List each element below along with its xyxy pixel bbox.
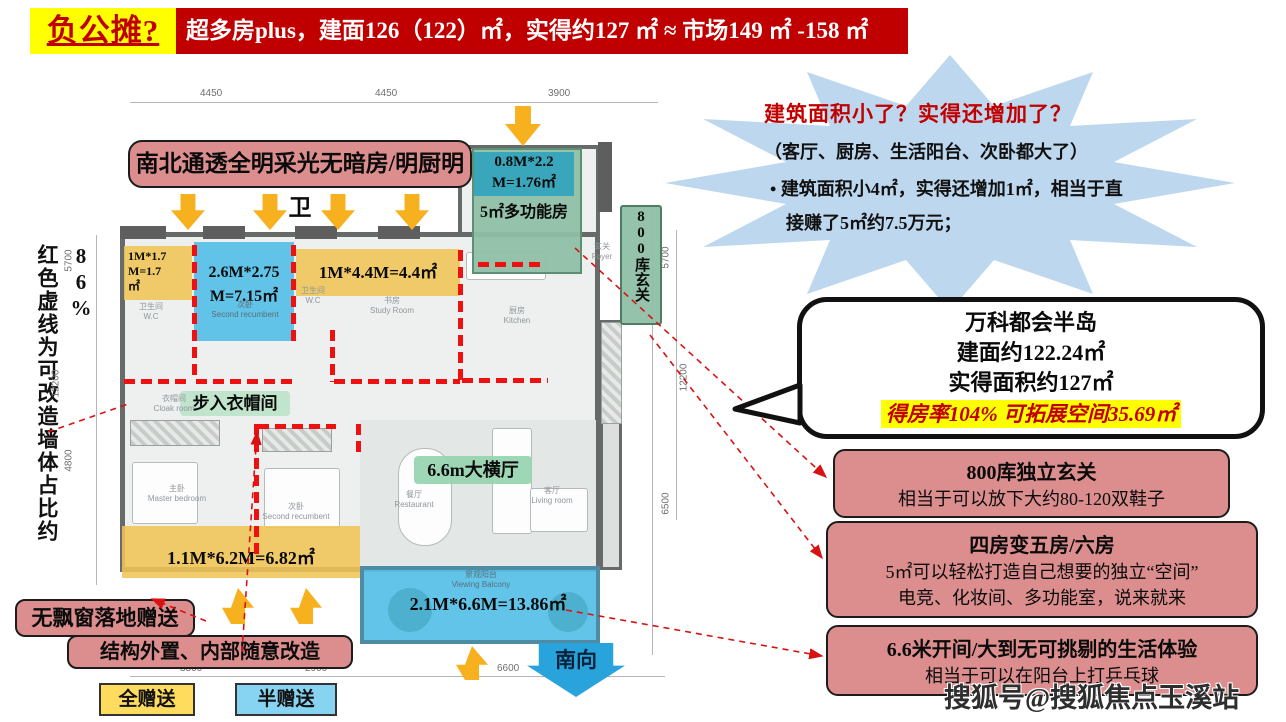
bed2top-line1: 2.6M*2.75 (208, 264, 280, 281)
band-bottom-label: 1.1M*6.2M=6.82㎡ (167, 548, 315, 568)
sofa (530, 488, 588, 532)
wall-stub (598, 142, 612, 212)
removable-wall (196, 379, 294, 384)
info-box2-line1: 5㎡可以轻松打造自己想要的独立“空间” (885, 562, 1199, 582)
info-box1-title: 800库独立玄关 (966, 462, 1097, 484)
burst-title: 建筑面积小了？实得还增加了？ (764, 102, 1072, 126)
removable-wall (124, 379, 190, 384)
removable-wall (334, 379, 460, 384)
bed (132, 462, 198, 524)
info-box-bay: 6.6米开间/大到无可挑剔的生活体验 相当于可以在阳台上打乒乓球 (826, 625, 1258, 696)
multistrip-line1: 0.8M*2.2 (494, 154, 554, 170)
wall-stub (295, 226, 337, 239)
info-box1-line1: 相当于可以放下大约80-120双鞋子 (898, 489, 1165, 509)
south-label: 南向 (555, 648, 597, 672)
bedroom2-convert-zone: 2.6M*2.75 M=7.15㎡ (194, 242, 294, 341)
multistrip-line2: M=1.76㎡ (492, 175, 556, 191)
wall-stub (378, 226, 420, 239)
wall-stub (120, 226, 166, 239)
bay1-line3: ㎡ (128, 279, 141, 293)
removable-wall (330, 330, 335, 382)
banner-badge: 负公摊? (30, 8, 176, 54)
removable-wall (458, 250, 463, 382)
dim-line-bottom (130, 676, 665, 677)
multi-room-label: 5㎡多功能房 (479, 204, 568, 221)
dim-bottom-3: 6600 (497, 663, 520, 674)
top-callout-text: 南北通透全明采光无暗房/明厨明卫 (135, 151, 465, 220)
bay1-line1: 1M*1.7 (128, 249, 167, 263)
speech-bubble: 万科都会半岛 建面约122.24㎡ 实得面积约127㎡ 得房率104% 可拓展空… (797, 297, 1265, 439)
multi-strip: 0.8M*2.2 M=1.76㎡ (474, 152, 574, 196)
callout-no-baywindow: 无飘窗落地赠送 (15, 599, 195, 637)
bay-window-2: 1M*4.4M=4.4㎡ (296, 249, 460, 296)
info-box-entry: 800库独立玄关 相当于可以放下大约80-120双鞋子 (833, 449, 1230, 518)
info-box2-title: 四房变五房/六房 (969, 535, 1115, 557)
bed (264, 468, 340, 528)
bay1-line2: M=1.7 (128, 264, 162, 278)
bay-window-1: 1M*1.7 M=1.7 ㎡ (124, 246, 192, 300)
removable-wall (192, 245, 197, 381)
bubble-line1: 万科都会半岛 (964, 310, 1097, 335)
dim-line-top (130, 102, 658, 103)
banner-headline: 超多房plus，建面126（122）㎡，实得约127 ㎡ ≈ 市场149 ㎡ -… (176, 8, 908, 54)
callout2-text: 结构外置、内部随意改造 (100, 641, 320, 663)
info-box2-line2: 电竞、化妆间、多功能室，说来就来 (898, 588, 1186, 608)
legend-half-gift: 半赠送 (235, 683, 337, 716)
left-note: 红色虚线为可改造墙体占比约86% (35, 244, 93, 543)
legend-full-gift: 全赠送 (99, 683, 195, 716)
watermark: 搜狐号@搜狐焦点玉溪站 (944, 683, 1240, 713)
removable-wall (462, 378, 548, 383)
burst-bullet: • 建筑面积小4㎡，实得还增加1㎡，相当于直接赚了5㎡约7.5万元； (764, 172, 1138, 240)
cloak-label: 步入衣帽间 (180, 391, 290, 416)
wardrobe (130, 420, 220, 446)
info-box-rooms: 四房变五房/六房 5㎡可以轻松打造自己想要的独立“空间” 电竞、化妆间、多功能室… (826, 521, 1258, 618)
balcony-label: 2.1M*6.6M=13.86㎡ (409, 594, 567, 614)
bubble-highlight: 得房率104% 可拓展空间35.69㎡ (880, 400, 1182, 428)
hall-label: 6.6m大横厅 (414, 456, 532, 484)
callout-structure: 结构外置、内部随意改造 (67, 635, 353, 669)
top-callout: 南北通透全明采光无暗房/明厨明卫 (128, 140, 472, 220)
balcony-area (360, 566, 600, 644)
removable-wall (356, 424, 361, 454)
balcony-plant (388, 588, 432, 632)
removable-wall (258, 424, 336, 429)
bubble-line3: 实得面积约127㎡ (948, 370, 1114, 395)
bullet-text: 建筑面积小4㎡，实得还增加1㎡，相当于直接赚了5㎡约7.5万元； (780, 179, 1123, 234)
removable-wall (478, 262, 544, 267)
dim-top-1: 4450 (200, 88, 223, 99)
dim-top-2: 4450 (375, 88, 398, 99)
starburst-text: 建筑面积小了？实得还增加了？ （客厅、厨房、生活阳台、次卧都大了） • 建筑面积… (764, 98, 1156, 240)
removable-wall (291, 245, 296, 342)
callout1-text: 无飘窗落地赠送 (31, 606, 179, 630)
burst-subtitle: （客厅、厨房、生活阳台、次卧都大了） (764, 142, 1088, 162)
info-box3-title: 6.6米开间/大到无可挑剔的生活体验 (886, 639, 1198, 661)
bubble-line2: 建面约122.24㎡ (956, 340, 1106, 365)
bullet-mark: • (770, 179, 777, 199)
dim-top-3: 3900 (548, 88, 571, 99)
gift-band-bottom: 1.1M*6.2M=6.82㎡ (122, 526, 360, 578)
wall-stub (203, 226, 245, 239)
bed2top-line2: M=7.15㎡ (209, 288, 279, 305)
info-box3-line1: 相当于可以在阳台上打乒乓球 (925, 666, 1159, 686)
